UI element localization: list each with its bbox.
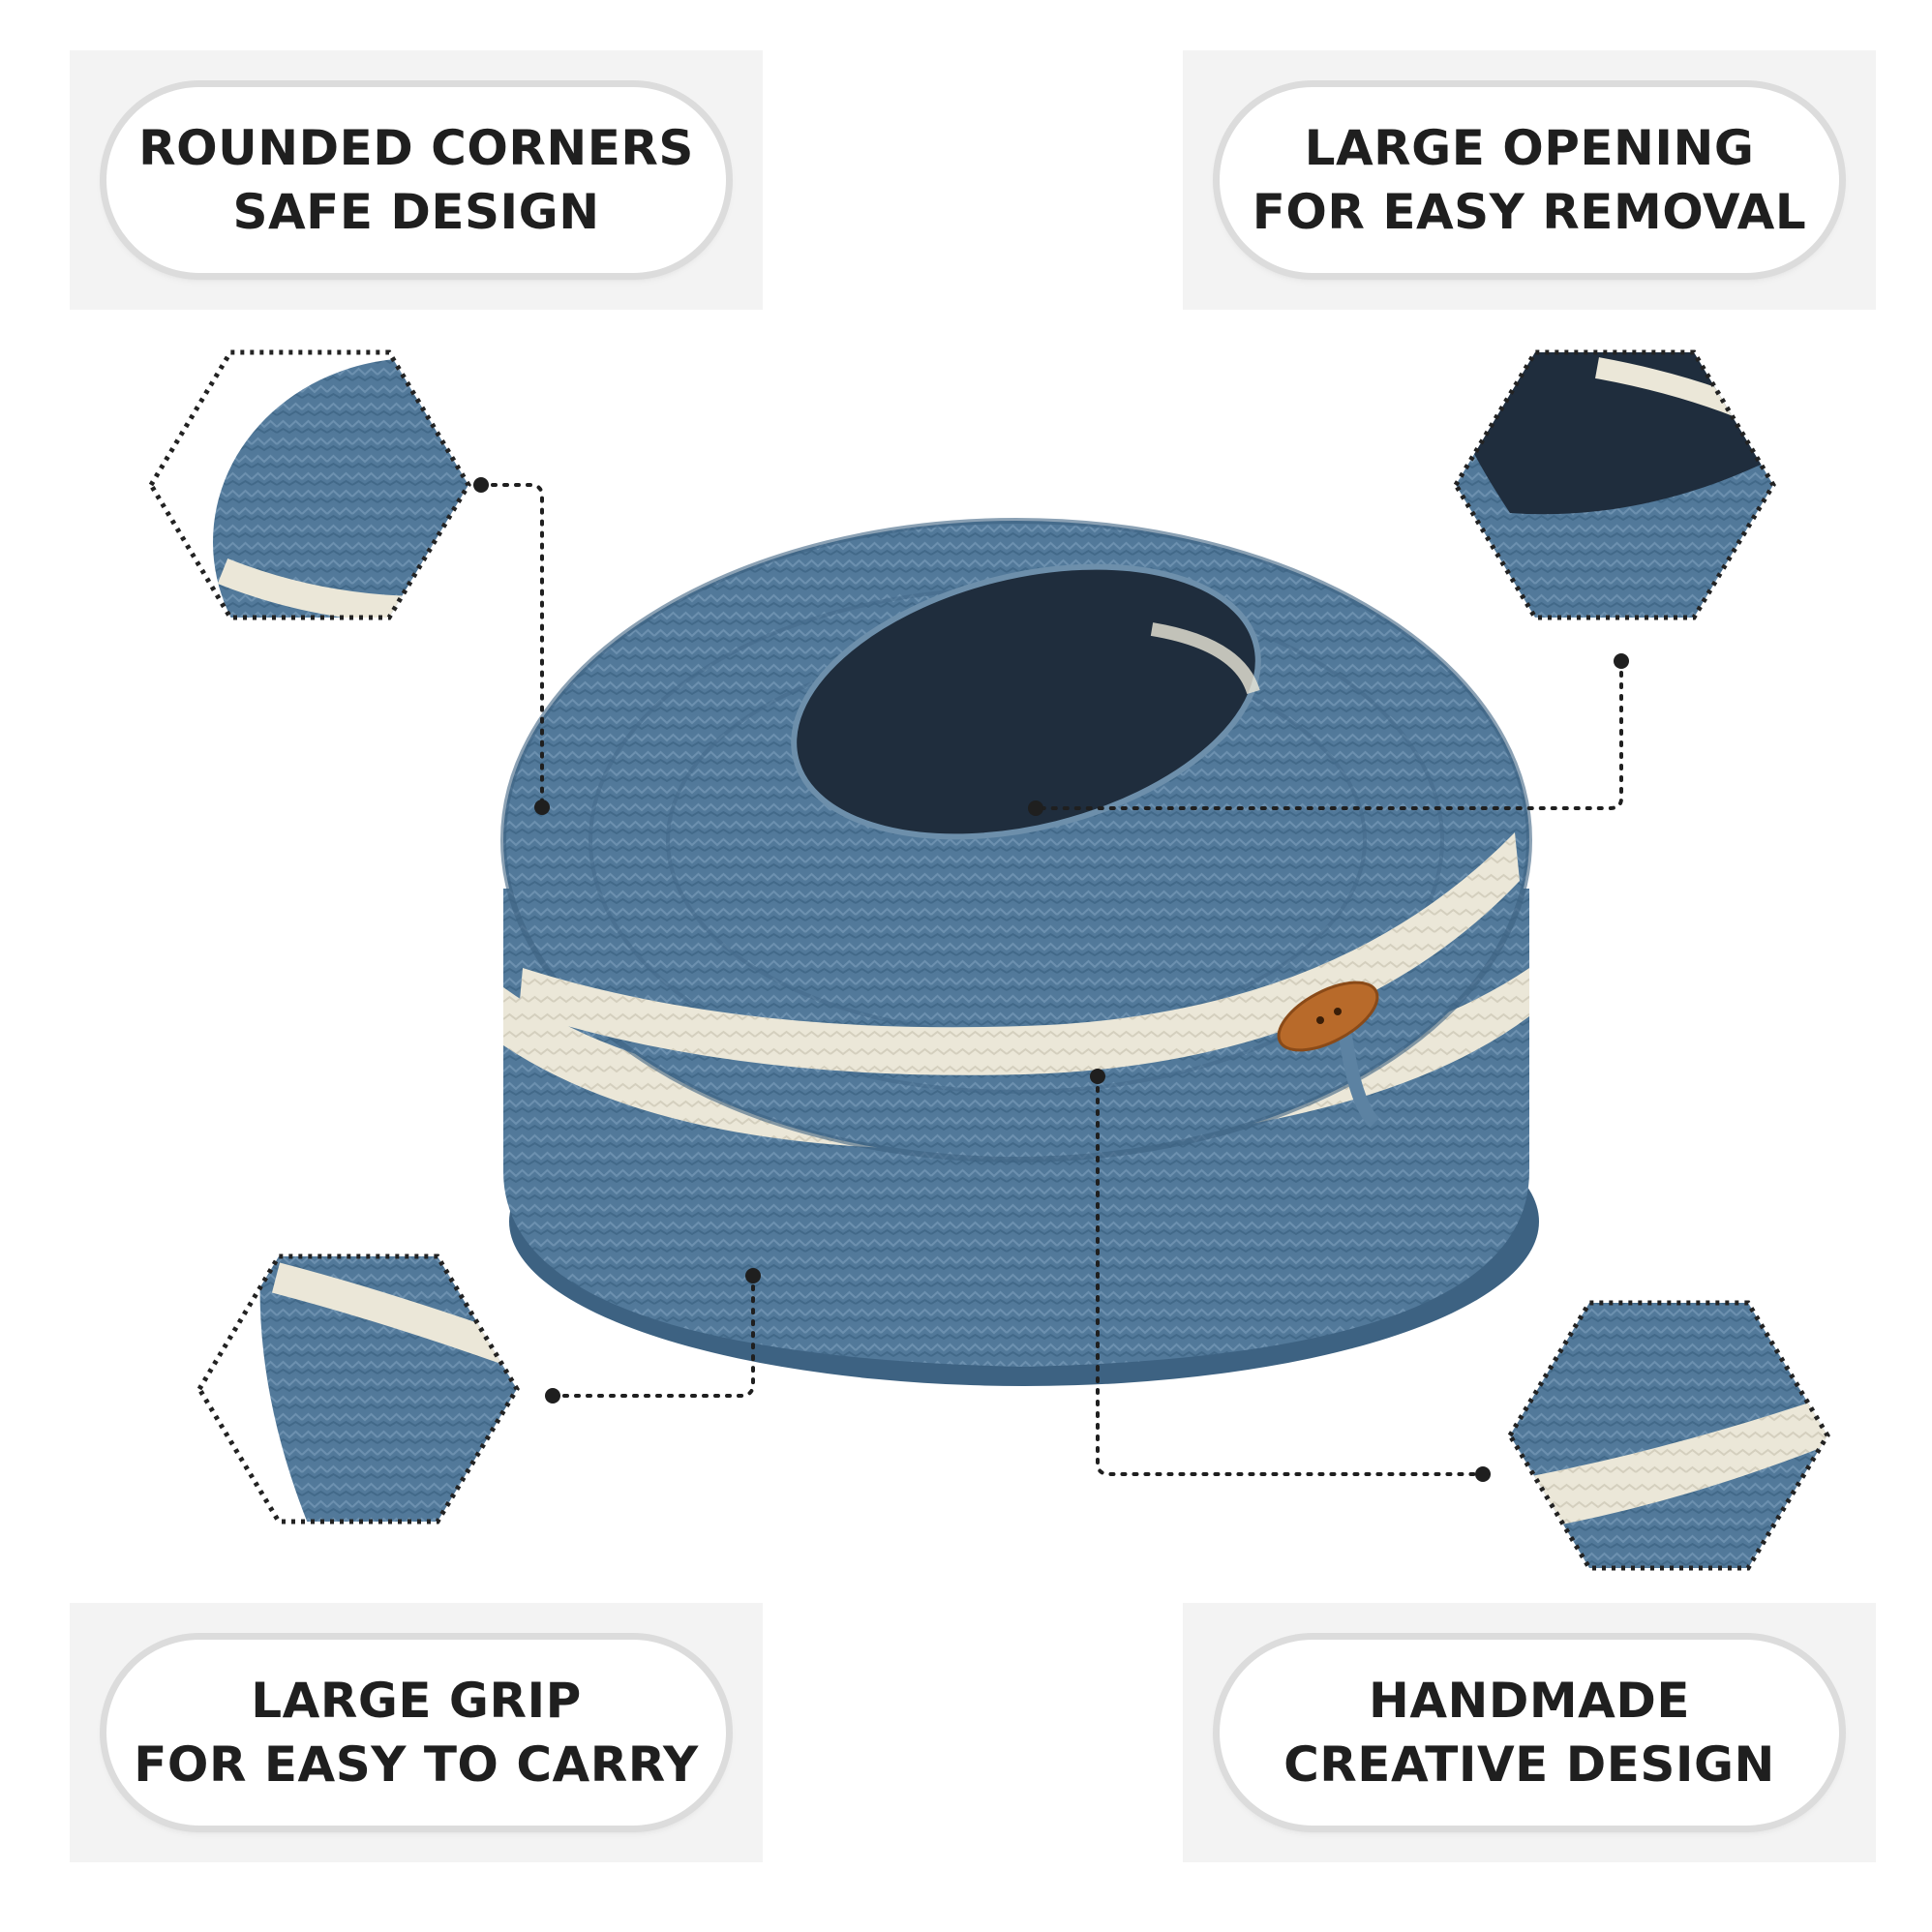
callout-panel-large-grip: LARGE GRIP FOR EASY TO CARRY [70,1603,763,1862]
feature-label-line1: LARGE GRIP [251,1673,582,1729]
rope-basket [500,518,1539,1386]
callout-dot [1090,1069,1105,1084]
detail-hexagon-grip [196,1253,520,1524]
callout-dot [1614,653,1629,669]
callout-line-grip [551,1274,755,1398]
feature-label-line1: HANDMADE [1368,1673,1690,1729]
callout-dot [545,1388,560,1404]
callout-panel-large-opening: LARGE OPENING FOR EASY REMOVAL [1183,50,1876,310]
feature-label-large-grip: LARGE GRIP FOR EASY TO CARRY [106,1640,726,1826]
callout-line-corner [479,483,544,809]
callout-line-handmade [1096,1074,1485,1476]
callout-dot [1475,1466,1491,1482]
callout-panel-handmade: HANDMADE CREATIVE DESIGN [1183,1603,1876,1862]
callout-dot [473,477,489,493]
feature-label-line2: FOR EASY TO CARRY [134,1736,699,1793]
feature-label-line2: FOR EASY REMOVAL [1252,184,1807,240]
feature-label-rounded-corners: ROUNDED CORNERS SAFE DESIGN [106,87,726,273]
feature-label-large-opening: LARGE OPENING FOR EASY REMOVAL [1220,87,1839,273]
callout-dot [1028,800,1043,816]
feature-label-line2: CREATIVE DESIGN [1283,1736,1775,1793]
feature-label-line1: ROUNDED CORNERS [138,120,694,176]
wooden-toggle-button [1277,981,1380,1128]
feature-label-handmade: HANDMADE CREATIVE DESIGN [1220,1640,1839,1826]
detail-hexagon-opening [1453,349,1776,620]
callout-line-opening [1034,659,1623,810]
detail-hexagon-corner [148,349,471,620]
basket-opening [791,563,1261,840]
callout-dot [745,1268,761,1283]
feature-label-line1: LARGE OPENING [1304,120,1755,176]
feature-label-line2: SAFE DESIGN [232,184,600,240]
callout-panel-rounded-corners: ROUNDED CORNERS SAFE DESIGN [70,50,763,310]
callout-dot [534,800,550,815]
detail-hexagon-handmade [1507,1300,1830,1571]
